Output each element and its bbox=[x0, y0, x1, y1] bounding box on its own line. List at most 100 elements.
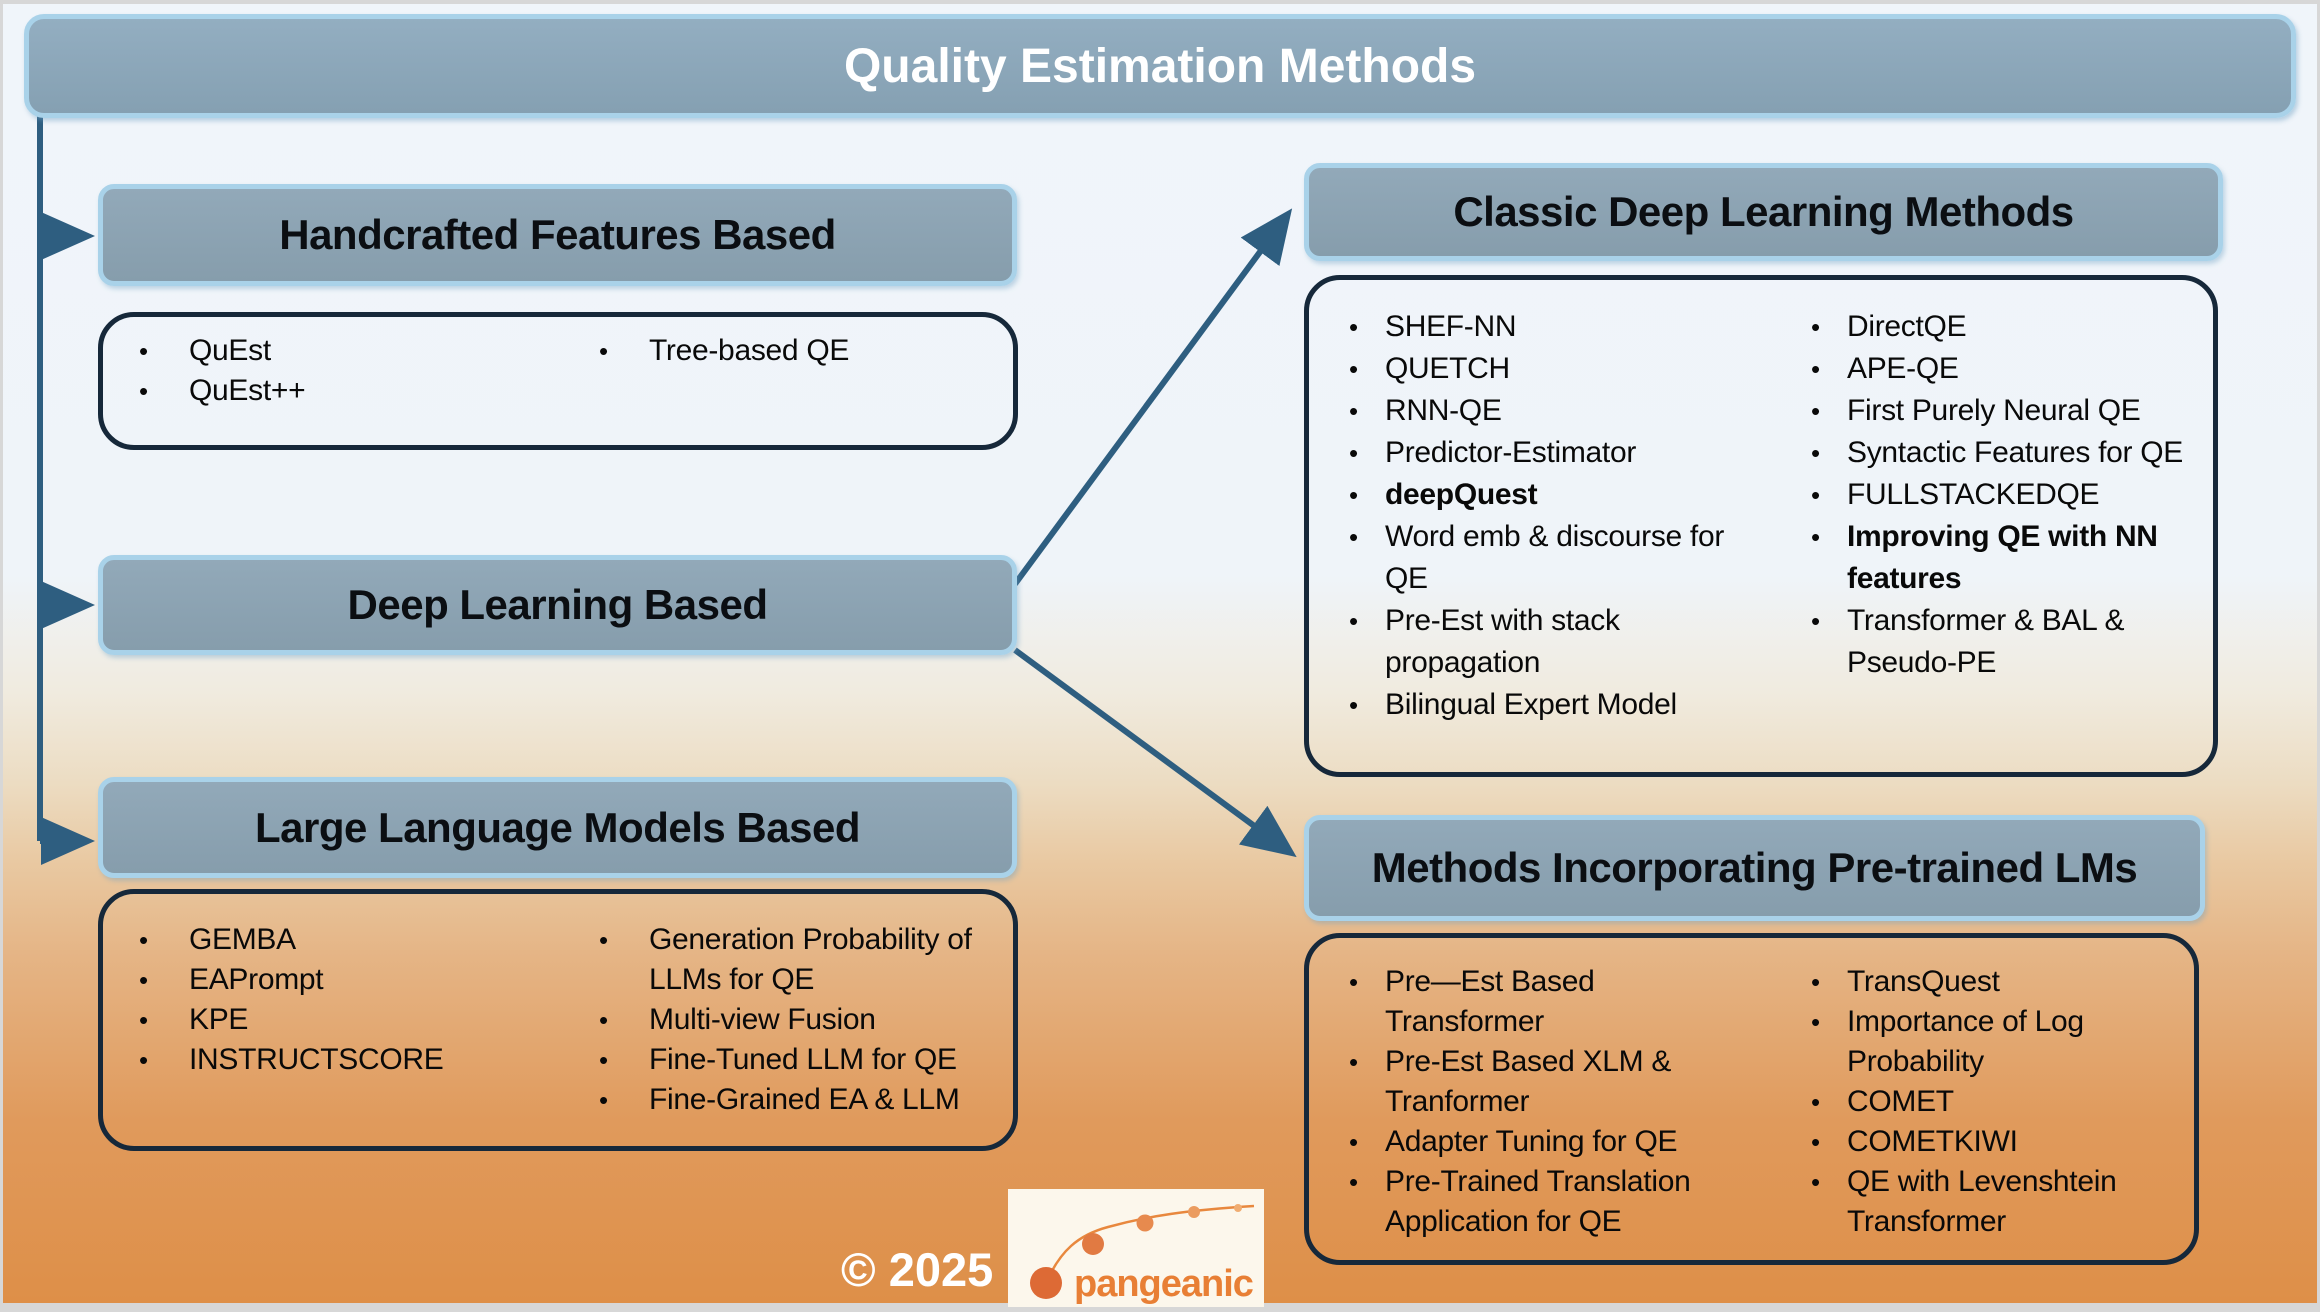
bullet-icon: • bbox=[139, 1045, 148, 1075]
list-item-text: SHEF-NN bbox=[1385, 310, 1517, 343]
list-item: •QUETCH bbox=[1345, 348, 1757, 390]
copyright-text: © 2025 bbox=[841, 1242, 1011, 1298]
bullet-icon: • bbox=[1349, 690, 1358, 720]
list-item: • INSTRUCTSCORE bbox=[131, 1040, 521, 1080]
bullet-icon: • bbox=[139, 1005, 148, 1035]
list-item-text: Generation Probability of LLMs for QE bbox=[649, 923, 972, 996]
window-edge bbox=[0, 0, 2320, 4]
list-column: • Generation Probability of LLMs for QE • M… bbox=[591, 920, 1003, 1120]
diagram-title: Quality Estimation Methods bbox=[24, 14, 2296, 118]
list-item-text: Syntactic Features for QE bbox=[1847, 436, 2183, 469]
pangeanic-logo: pangeanic bbox=[1008, 1189, 1264, 1307]
bullet-icon: • bbox=[599, 1005, 608, 1035]
list-item: •Fine-Grained EA & LLM bbox=[591, 1080, 1003, 1120]
list-item: • Pre-Est with stack propagation bbox=[1345, 600, 1757, 684]
list-item: •deepQuest bbox=[1345, 474, 1757, 516]
header-text: Deep Learning Based bbox=[347, 581, 768, 628]
list-handcrafted-features: •QuEst•QuEst++ •Tree-based QE bbox=[98, 312, 1018, 450]
bullet-icon: • bbox=[1811, 480, 1820, 510]
list-item-text: Importance of Log Probability bbox=[1847, 1005, 2084, 1078]
list-classic-deep-learning: •SHEF-NN•QUETCH•RNN-QE•Predictor-Estimat… bbox=[1304, 275, 2218, 777]
header-llm-based: Large Language Models Based bbox=[98, 777, 1017, 878]
slide-background: Quality Estimation Methods Handcrafted F… bbox=[3, 4, 2317, 1307]
list-item-text: Fine-Grained EA & LLM bbox=[649, 1083, 960, 1116]
list-item-text: GEMBA bbox=[189, 923, 296, 956]
list-item-text: INSTRUCTSCORE bbox=[189, 1043, 444, 1076]
bullet-icon: • bbox=[1811, 967, 1820, 997]
list-item: •DirectQE bbox=[1807, 306, 2191, 348]
bullet-icon: • bbox=[1349, 396, 1358, 426]
list-item: • Multi-view Fusion bbox=[591, 1000, 1003, 1040]
bullet-icon: • bbox=[139, 965, 148, 995]
list-item-text: Pre-Est Based XLM & Tranformer bbox=[1385, 1045, 1672, 1118]
logo-dot-5 bbox=[1234, 1204, 1242, 1212]
list-item: •COMET bbox=[1807, 1082, 2147, 1122]
list-item: •GEMBA bbox=[131, 920, 521, 960]
bullet-icon: • bbox=[1349, 522, 1358, 552]
pangeanic-logo-graphic: pangeanic bbox=[1030, 1204, 1255, 1305]
list-item-text: Word emb & discourse for QE bbox=[1385, 520, 1725, 595]
logo-dot-3 bbox=[1136, 1214, 1154, 1232]
bullet-icon: • bbox=[1349, 1167, 1358, 1197]
list-item-text: QuEst bbox=[189, 334, 271, 367]
list-item-text: QUETCH bbox=[1385, 352, 1510, 385]
list-item: •Improving QE with NN features bbox=[1807, 516, 2191, 600]
list-item: • Syntactic Features for QE bbox=[1807, 432, 2191, 474]
bullet-icon: • bbox=[1811, 312, 1820, 342]
logo-dot-1 bbox=[1030, 1267, 1062, 1299]
list-column: •DirectQE•APE-QE•First Purely Neural QE•… bbox=[1807, 306, 2191, 684]
diagram-title-text: Quality Estimation Methods bbox=[843, 39, 1477, 93]
list-item: •Pre-Est Based XLM & Tranformer bbox=[1345, 1042, 1715, 1122]
list-item: •Fine-Tuned LLM for QE bbox=[591, 1040, 1003, 1080]
list-llm-based: •GEMBA•EAPrompt•KPE•INSTRUCTSCORE •Gener… bbox=[98, 889, 1018, 1151]
header-text: Methods Incorporating Pre-trained LMs bbox=[1371, 844, 2138, 891]
list-item: •QuEst++ bbox=[131, 371, 521, 411]
list-item: • RNN-QE bbox=[1345, 390, 1757, 432]
header-text: Large Language Models Based bbox=[255, 803, 860, 851]
list-item-text: Pre-Trained Translation Application for … bbox=[1385, 1165, 1691, 1238]
list-item: •KPE bbox=[131, 1000, 521, 1040]
header-deep-learning: Deep Learning Based bbox=[98, 555, 1017, 655]
list-item-text: Pre—Est Based Transformer bbox=[1385, 965, 1595, 1038]
list-item-text: APE-QE bbox=[1847, 352, 1959, 385]
list-item: • Importance of Log Probability bbox=[1807, 1002, 2147, 1082]
list-item: • Pre—Est Based Transformer bbox=[1345, 962, 1715, 1042]
list-column: •QuEst•QuEst++ bbox=[131, 331, 521, 411]
bullet-icon: • bbox=[1811, 1087, 1820, 1117]
bullet-icon: • bbox=[1349, 606, 1358, 636]
bullet-icon: • bbox=[1811, 1007, 1820, 1037]
copyright-year: © 2025 bbox=[841, 1243, 994, 1296]
list-item-text: COMETKIWI bbox=[1847, 1125, 2018, 1158]
header-text: Handcrafted Features Based bbox=[279, 211, 836, 258]
logo-wordmark: pangeanic bbox=[1074, 1263, 1254, 1305]
list-item: • Pre-Trained Translation Application for… bbox=[1345, 1162, 1715, 1242]
list-item: • Word emb & discourse for QE bbox=[1345, 516, 1757, 600]
list-item-text: FULLSTACKEDQE bbox=[1847, 478, 2100, 511]
bullet-icon: • bbox=[1811, 396, 1820, 426]
list-column: •Pre—Est Based Transformer•Pre-Est Based… bbox=[1345, 962, 1715, 1242]
bullet-icon: • bbox=[1811, 1167, 1820, 1197]
bullet-icon: • bbox=[599, 925, 608, 955]
header-text: Classic Deep Learning Methods bbox=[1453, 188, 2074, 235]
logo-dot-4 bbox=[1188, 1206, 1200, 1218]
bullet-icon: • bbox=[1349, 480, 1358, 510]
list-item-text: TransQuest bbox=[1847, 965, 2000, 998]
bullet-icon: • bbox=[1349, 312, 1358, 342]
list-item: •First Purely Neural QE bbox=[1807, 390, 2191, 432]
bullet-icon: • bbox=[1811, 354, 1820, 384]
list-item: • Tree-based QE bbox=[591, 331, 981, 371]
list-column: • TransQuest • Importance of Log Probabilit… bbox=[1807, 962, 2147, 1242]
list-item-text: Predictor-Estimator bbox=[1385, 436, 1637, 469]
list-item-text: RNN-QE bbox=[1385, 394, 1502, 427]
bullet-icon: • bbox=[1349, 967, 1358, 997]
bullet-icon: • bbox=[599, 336, 608, 366]
list-item: •QuEst bbox=[131, 331, 521, 371]
list-item-text: Multi-view Fusion bbox=[649, 1003, 876, 1036]
header-handcrafted-features: Handcrafted Features Based bbox=[98, 184, 1017, 286]
list-item-text: Pre-Est with stack propagation bbox=[1385, 604, 1620, 679]
list-item-text: Transformer & BAL & Pseudo-PE bbox=[1847, 604, 2125, 679]
bullet-icon: • bbox=[1811, 438, 1820, 468]
list-item-text: Adapter Tuning for QE bbox=[1385, 1125, 1678, 1158]
list-item-text: Tree-based QE bbox=[649, 334, 850, 367]
bullet-icon: • bbox=[139, 376, 148, 406]
